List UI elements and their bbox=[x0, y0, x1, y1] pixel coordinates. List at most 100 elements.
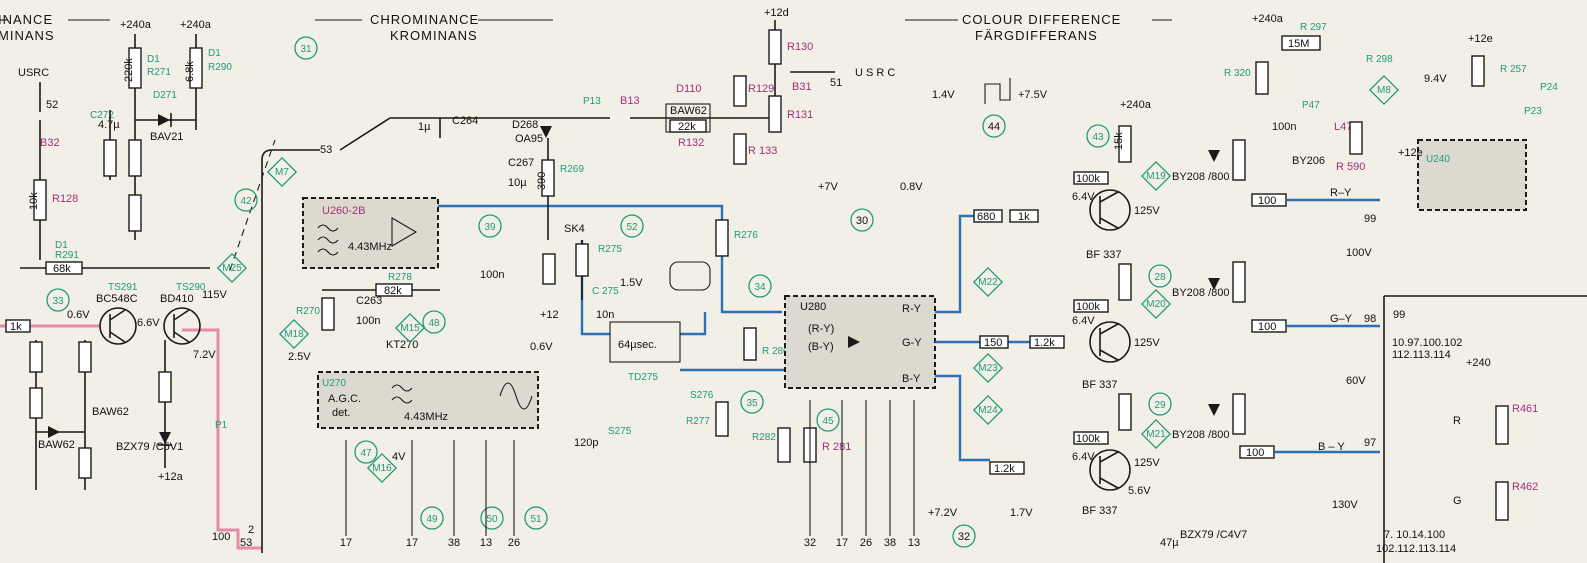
u280-out-by: B-Y bbox=[902, 373, 921, 385]
bottom-pin-13b: 13 bbox=[908, 537, 920, 549]
r297-val: 15M bbox=[1288, 38, 1309, 50]
r317-val: 100 bbox=[1246, 447, 1264, 459]
ts291-symbol bbox=[99, 307, 137, 345]
r128-val: 10k bbox=[28, 192, 40, 210]
label-p24: P24 bbox=[1540, 82, 1558, 93]
r275-body bbox=[575, 243, 589, 277]
r297-ref: R 297 bbox=[1300, 22, 1327, 33]
svg-text:M18: M18 bbox=[284, 329, 304, 340]
voltage-6-4v-b: 6.4V bbox=[1072, 315, 1095, 327]
supply-240a-1: +240a bbox=[120, 19, 152, 31]
label-p23: P23 bbox=[1524, 106, 1542, 117]
r312-body bbox=[1118, 263, 1132, 301]
u240-name: U240 bbox=[1426, 154, 1450, 165]
u260-ic bbox=[302, 197, 439, 269]
r299-body bbox=[973, 209, 1003, 223]
voltage-4v: 4V bbox=[392, 451, 406, 463]
svg-text:30: 30 bbox=[856, 215, 868, 227]
ts291-type: BC548C bbox=[96, 293, 138, 305]
c272-ref: C272 bbox=[90, 110, 114, 121]
r268-body bbox=[542, 253, 556, 285]
ts305-type: BF 337 bbox=[1086, 249, 1121, 261]
r298-ref: R 298 bbox=[1366, 54, 1393, 65]
label-p13: P13 bbox=[583, 96, 601, 107]
d300-type: BY208 /800 bbox=[1172, 171, 1230, 183]
test-point-markers: 31 42 33 39 52 34 35 45 47 48 49 50 51 3… bbox=[46, 36, 1400, 548]
r314-body bbox=[979, 335, 1009, 349]
r300-body bbox=[1009, 209, 1039, 223]
r590-ref: R 590 bbox=[1336, 161, 1365, 173]
refs-block-4: 102.112.113.114 bbox=[1376, 543, 1456, 555]
r129-ref: R129 bbox=[748, 83, 774, 95]
bottom-pin-17a: 17 bbox=[340, 537, 352, 549]
left-section: USRC 52 B32 10k R128 4.7µ C272 +240a +24… bbox=[0, 19, 276, 550]
r291-ref: R291 bbox=[55, 250, 79, 261]
voltage-0-8v: 0.8V bbox=[900, 181, 923, 193]
svg-text:M20: M20 bbox=[1146, 299, 1166, 310]
r133-body bbox=[733, 133, 747, 165]
r310-body bbox=[1073, 299, 1109, 313]
r257-body bbox=[1471, 55, 1485, 87]
svg-text:50: 50 bbox=[486, 514, 498, 525]
label-52: 52 bbox=[46, 99, 58, 111]
svg-text:51: 51 bbox=[530, 514, 542, 525]
svg-text:29: 29 bbox=[1154, 400, 1166, 411]
supply-240a-r301: +240a bbox=[1120, 99, 1152, 111]
c275-ref: C 275 bbox=[592, 286, 619, 297]
label-sk4: SK4 bbox=[564, 223, 585, 235]
ts310-symbol bbox=[1089, 321, 1131, 363]
marker-m16 bbox=[366, 452, 398, 484]
d271-type: BAV21 bbox=[150, 131, 183, 143]
ts320-symbol bbox=[1089, 449, 1131, 491]
voltage-5-6v: 5.6V bbox=[1128, 485, 1151, 497]
c267-ref: C267 bbox=[508, 157, 534, 169]
u260-freq: 4.43MHz bbox=[348, 241, 392, 253]
test-point-44 bbox=[982, 114, 1006, 138]
r590-body bbox=[1349, 121, 1363, 155]
d271-symbol bbox=[158, 114, 170, 126]
c310-val: 47µ bbox=[1160, 537, 1179, 549]
r130-ref: R130 bbox=[787, 41, 813, 53]
header-colour-difference: COLOUR DIFFERENCE bbox=[962, 12, 1121, 27]
svg-text:32: 32 bbox=[958, 531, 970, 543]
svg-text:M24: M24 bbox=[978, 405, 998, 416]
d268-type: OA95 bbox=[515, 133, 543, 145]
r303-val: 100k bbox=[1076, 173, 1100, 185]
r293-body bbox=[29, 341, 43, 373]
r271-body bbox=[128, 47, 142, 89]
marker-m8 bbox=[1368, 74, 1400, 106]
voltage-130v: 130V bbox=[1332, 499, 1358, 511]
td275-delay: 64µsec. bbox=[618, 339, 657, 351]
r280-body bbox=[743, 327, 757, 361]
r278-body bbox=[375, 283, 413, 297]
label-2-bottom: 2 bbox=[248, 524, 254, 536]
bottom-pin-32: 32 bbox=[804, 537, 816, 549]
d290-type: BZX79 /C5V1 bbox=[116, 441, 183, 453]
bottom-pin-leads: 17 17 38 13 26 32 17 26 38 13 bbox=[340, 400, 920, 549]
marker-m22 bbox=[972, 266, 1004, 298]
output-ry-label: R–Y bbox=[1330, 187, 1352, 199]
svg-text:43: 43 bbox=[1092, 132, 1104, 143]
marker-m20 bbox=[1140, 288, 1172, 320]
output-gy-label: G–Y bbox=[1330, 313, 1353, 325]
test-point-39 bbox=[478, 214, 502, 238]
voltage-125v-a: 125V bbox=[1134, 205, 1160, 217]
voltage-1-7v: 1.7V bbox=[1010, 507, 1033, 519]
r129-body bbox=[733, 75, 747, 107]
r272-body bbox=[128, 139, 142, 177]
test-point-33 bbox=[46, 288, 70, 312]
r318-body bbox=[989, 461, 1025, 475]
test-point-32 bbox=[952, 524, 976, 548]
c267-val: 10µ bbox=[508, 177, 527, 189]
supply-240: +240 bbox=[1466, 357, 1491, 369]
r320-ref: R 320 bbox=[1224, 68, 1251, 79]
r308-val: 100 bbox=[1258, 321, 1276, 333]
u280-out-gy: G-Y bbox=[902, 337, 922, 349]
r269-ref: R269 bbox=[560, 164, 584, 175]
svg-text:33: 33 bbox=[52, 296, 64, 307]
c261-val: 100n bbox=[480, 269, 504, 281]
u270-name: U270 bbox=[322, 378, 346, 389]
label-51: 51 bbox=[830, 77, 842, 89]
r128-body bbox=[33, 179, 47, 221]
